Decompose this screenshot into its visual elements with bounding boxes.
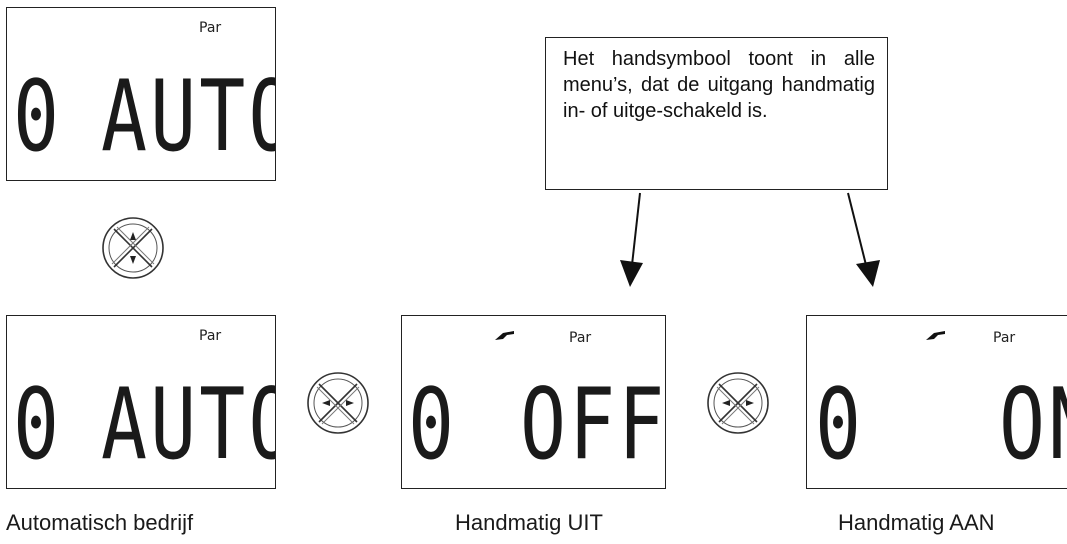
lcd-display-top: Par 0 AUTO xyxy=(6,7,276,181)
caption-manual-off: Handmatig UIT xyxy=(455,510,603,535)
par-label: Par xyxy=(569,330,592,346)
par-label: Par xyxy=(993,330,1016,346)
hand-icon xyxy=(495,331,514,340)
hand-icon xyxy=(926,331,945,340)
display-value: AUTO xyxy=(101,60,275,174)
lcd-display-on: Par 0 ON xyxy=(806,315,1067,489)
parameter-number: 0 xyxy=(408,368,458,482)
caption-automatic: Automatisch bedrijf xyxy=(6,510,194,535)
arrowhead-on xyxy=(856,260,880,287)
parameter-number: 0 xyxy=(815,368,865,482)
up-down-navigation-icon[interactable] xyxy=(100,215,166,281)
left-right-navigation-icon[interactable] xyxy=(705,370,771,436)
note-text: Het handsymbool toont in alle menu’s, da… xyxy=(563,48,875,122)
caption-manual-on: Handmatig AAN xyxy=(838,510,995,535)
parameter-number: 0 xyxy=(13,60,63,174)
arrow-to-on-display xyxy=(847,192,867,266)
hand-symbol-note: Het handsymbool toont in alle menu’s, da… xyxy=(545,37,888,190)
left-right-navigation-icon[interactable] xyxy=(305,370,371,436)
lcd-display-auto: Par 0 AUTO xyxy=(6,315,276,489)
display-value: OFF xyxy=(520,368,666,482)
arrow-to-off-display xyxy=(631,192,641,266)
arrowhead-off xyxy=(620,260,643,287)
par-label: Par xyxy=(199,20,222,36)
par-label: Par xyxy=(199,328,222,344)
parameter-number: 0 xyxy=(13,368,63,482)
display-value: AUTO xyxy=(101,368,275,482)
display-value: ON xyxy=(999,368,1067,482)
lcd-display-off: Par 0 OFF xyxy=(401,315,666,489)
